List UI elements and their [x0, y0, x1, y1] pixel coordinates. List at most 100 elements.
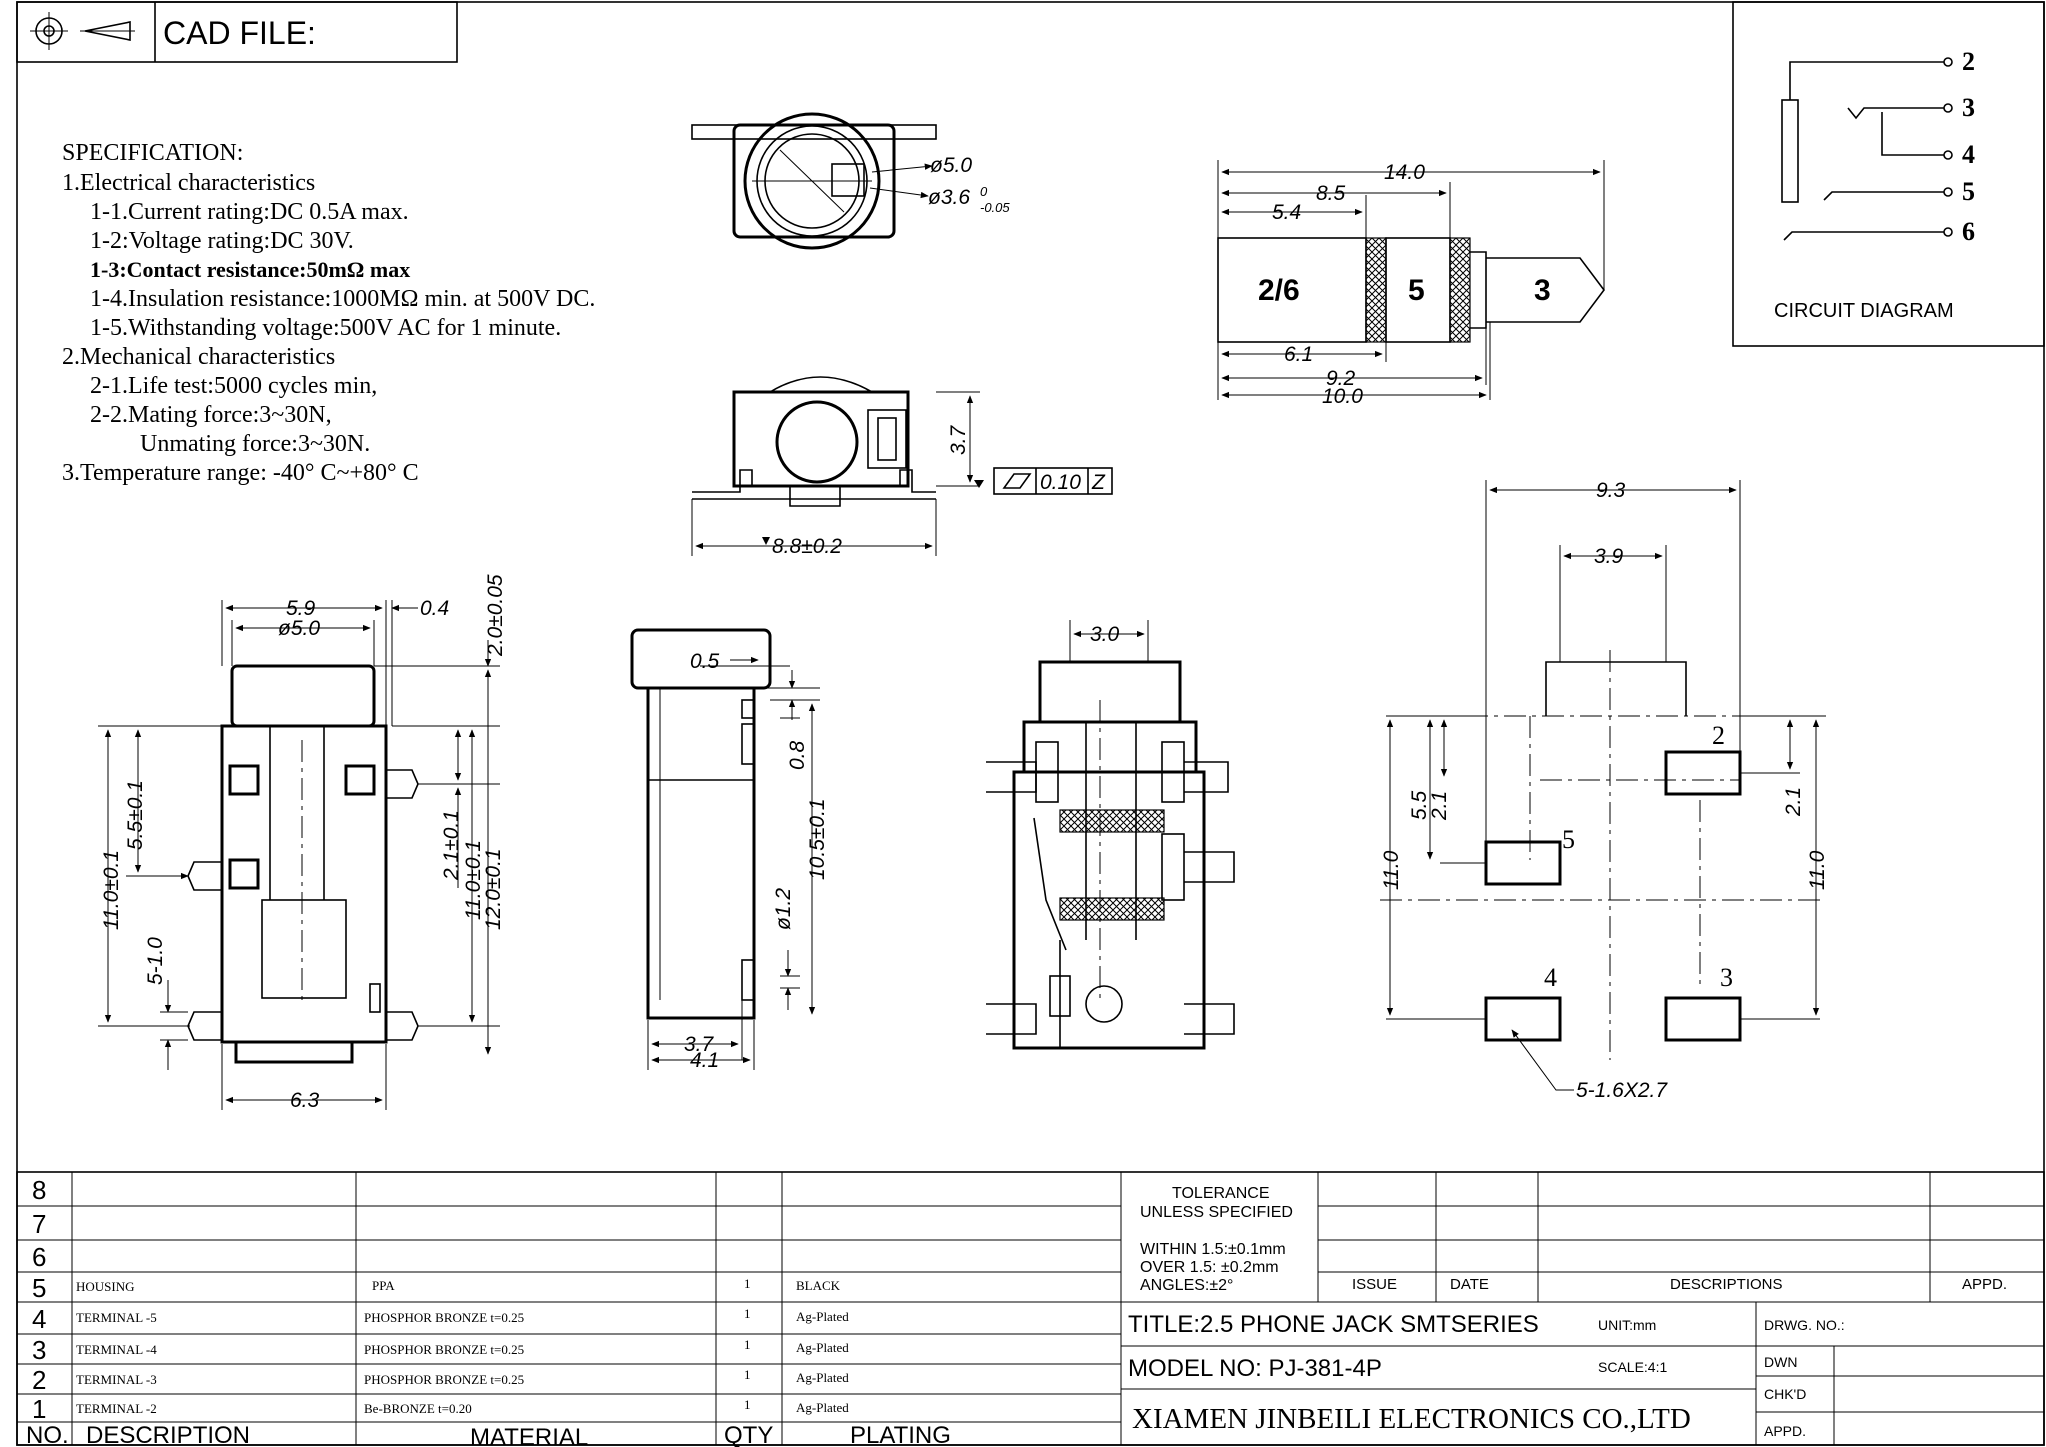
plug-dim-85: 8.5: [1316, 182, 1346, 205]
bottom-dim-diameter-50: ø5.0: [278, 617, 320, 640]
side-dim-37: 3.7: [684, 1033, 715, 1056]
tolerance-over: OVER 1.5: ±0.2mm: [1140, 1259, 1279, 1276]
company-name: XIAMEN JINBEILI ELECTRONICS CO.,LTD: [1132, 1403, 1691, 1435]
flatness-tolerance-frame: 0.10 Z: [974, 467, 1113, 495]
spec-line: 2-1.Life test:5000 cycles min,: [90, 373, 377, 399]
bom-material: PPA: [372, 1278, 395, 1293]
side-dim-diameter-12: ø1.2: [772, 888, 795, 930]
spec-line: 1-1.Current rating:DC 0.5A max.: [90, 199, 409, 225]
top-outer-diameter: ø5.0: [930, 154, 972, 177]
specification-block: SPECIFICATION: 1.Electrical characterist…: [62, 140, 595, 486]
bom-header-plating: PLATING: [850, 1422, 951, 1447]
row-number: 1: [32, 1394, 46, 1424]
drawn-by-label: DWN: [1764, 1354, 1797, 1370]
pcb-pad-label: 4: [1544, 963, 1557, 992]
bottom-dim-height-55: 5.5±0.1: [124, 780, 147, 850]
side-dim-41: 4.1: [690, 1049, 719, 1072]
pcb-dim-110a: 11.0: [1380, 850, 1403, 890]
bom-qty: 1: [744, 1367, 751, 1382]
tolerance-subtitle: UNLESS SPECIFIED: [1140, 1204, 1293, 1221]
flatness-datum: Z: [1091, 471, 1106, 494]
bom-material: PHOSPHOR BRONZE t=0.25: [364, 1310, 524, 1325]
model-number: MODEL NO: PJ-381-4P: [1128, 1355, 1382, 1382]
row-number: 3: [32, 1335, 46, 1365]
spec-line: Unmating force:3~30N.: [140, 431, 370, 457]
spec-line: 1-5.Withstanding voltage:500V AC for 1 m…: [90, 315, 561, 341]
plug-dim-92: 9.2: [1326, 367, 1356, 390]
pcb-dim-39: 3.9: [1594, 545, 1624, 568]
revision-header-appd: APPD.: [1962, 1276, 2007, 1293]
bom-header-material: MATERIAL: [470, 1424, 588, 1447]
bottom-dim-110b: 11.0±0.1: [462, 840, 485, 920]
bom-material: PHOSPHOR BRONZE t=0.25: [364, 1342, 524, 1357]
circuit-pin-label: 5: [1962, 177, 1975, 206]
circuit-diagram: 2 3 4 5 6 CIRCUIT DIAGRAM: [1732, 1, 2045, 347]
plug-segment-5: 5: [1408, 274, 1425, 307]
drawing-number-label: DRWG. NO.:: [1764, 1317, 1845, 1333]
tolerance-title: TOLERANCE: [1172, 1185, 1270, 1202]
circuit-pin-label: 4: [1962, 140, 1975, 169]
bom-description: HOUSING: [76, 1279, 135, 1294]
pcb-dim-93: 9.3: [1596, 479, 1626, 502]
side-view: 0.5 0.8 10.5±0.1 ø1.2 3.7 4.1: [630, 628, 829, 1072]
bottom-dim-pin-width: 5-1.0: [144, 937, 167, 985]
bom-qty: 1: [744, 1276, 751, 1291]
spec-line: 1-3:Contact resistance:50mΩ max: [90, 257, 410, 282]
side-dim-105: 10.5±0.1: [806, 798, 829, 880]
row-number: 6: [32, 1242, 46, 1272]
plug-dim-14: 14.0: [1384, 161, 1425, 184]
bom-plating: Ag-Plated: [796, 1340, 849, 1355]
approved-by-label: APPD.: [1764, 1423, 1806, 1439]
bom-description: TERMINAL -2: [76, 1401, 157, 1416]
pcb-pad-label: 3: [1720, 963, 1733, 992]
bom-description: TERMINAL -3: [76, 1372, 157, 1387]
pcb-pad-label: 2: [1712, 721, 1725, 750]
spec-line: 1-2:Voltage rating:DC 30V.: [90, 228, 354, 254]
bom-qty: 1: [744, 1306, 751, 1321]
flatness-value: 0.10: [1040, 471, 1081, 494]
scale-label: SCALE:4:1: [1598, 1359, 1667, 1375]
spec-line: 3.Temperature range: -40° C~+80° C: [62, 460, 419, 486]
bottom-dim-21: 2.1±0.1: [440, 810, 463, 881]
spec-title: SPECIFICATION:: [62, 140, 243, 166]
bottom-dim-width-59: 5.9: [286, 597, 316, 620]
section-view: 3.0: [986, 620, 1235, 1050]
side-dim-05: 0.5: [690, 650, 720, 673]
bom-description: TERMINAL -4: [76, 1342, 157, 1357]
front-height-dim: 3.7: [947, 424, 970, 455]
pcb-dim-21a: 2.1: [1428, 791, 1451, 821]
row-number: 8: [32, 1175, 46, 1205]
top-inner-tol-lower: -0.05: [980, 200, 1010, 215]
pcb-dim-55: 5.5: [1408, 790, 1431, 820]
side-dim-08: 0.8: [786, 740, 809, 770]
plug-dim-61: 6.1: [1284, 343, 1313, 366]
bom-header-qty: QTY: [724, 1422, 773, 1447]
bom-plating: Ag-Plated: [796, 1309, 849, 1324]
title-block: 8 7 6 5 4 3 2 1 HOUSING PPA 1 BLACK TERM…: [16, 1171, 2045, 1447]
plug-dim-54: 5.4: [1272, 201, 1301, 224]
bom-description: TERMINAL -5: [76, 1310, 157, 1325]
bom-material: PHOSPHOR BRONZE t=0.25: [364, 1372, 524, 1387]
cad-file-label: CAD FILE:: [163, 15, 316, 51]
row-number: 7: [32, 1209, 46, 1239]
circuit-pin-label: 2: [1962, 47, 1975, 76]
first-angle-projection-icon: [30, 12, 135, 50]
plug-dim-100: 10.0: [1322, 385, 1363, 408]
spec-line: 1-4.Insulation resistance:1000MΩ min. at…: [90, 286, 595, 312]
front-width-dim: 8.8±0.2: [772, 535, 842, 558]
bottom-dim-height-110: 11.0±0.1: [100, 850, 123, 930]
bottom-dim-width-63: 6.3: [290, 1089, 320, 1112]
plug-segment-3: 3: [1534, 274, 1551, 307]
bottom-dim-height-20: 2.0±0.05: [484, 574, 507, 657]
bom-material: Be-BRONZE t=0.20: [364, 1401, 472, 1416]
pcb-dim-110b: 11.0: [1806, 850, 1829, 890]
section-dim-30: 3.0: [1090, 623, 1120, 646]
revision-header-issue: ISSUE: [1352, 1276, 1397, 1293]
bom-qty: 1: [744, 1397, 751, 1412]
row-number: 5: [32, 1273, 46, 1303]
revision-header-descriptions: DESCRIPTIONS: [1670, 1276, 1783, 1293]
bottom-dim-04: 0.4: [420, 597, 449, 620]
circuit-diagram-title: CIRCUIT DIAGRAM: [1774, 300, 1954, 322]
row-number: 4: [32, 1304, 46, 1334]
pcb-pad-label: 5: [1562, 825, 1575, 854]
